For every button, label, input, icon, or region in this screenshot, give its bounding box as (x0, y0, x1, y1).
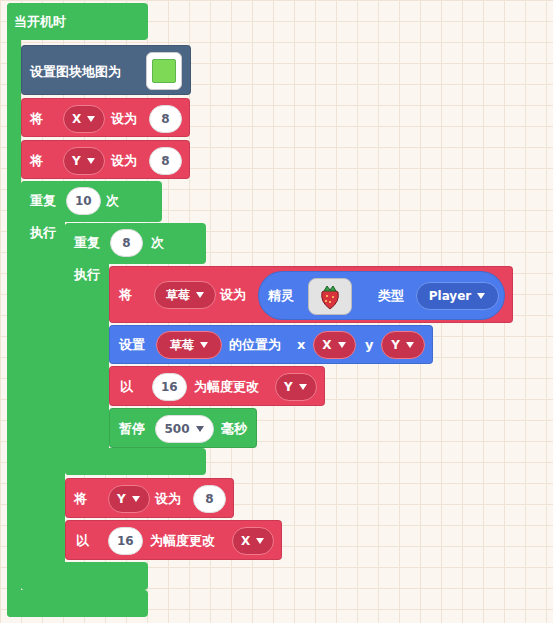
block-label: 设为 (155, 491, 181, 507)
block-label: x (297, 337, 305, 353)
dropdown-value: 草莓 (170, 337, 194, 353)
strawberry-sprite (308, 278, 352, 315)
dropdown-arrow (86, 115, 96, 123)
block-label: 执行 (30, 225, 56, 241)
number-input: 10 (66, 187, 101, 215)
block-label: 设置 (119, 337, 145, 353)
dropdown-value: Y (284, 379, 293, 395)
block-label: 以 (76, 533, 89, 549)
block-label: 重复 (30, 193, 56, 209)
loop-bottom-bar (65, 448, 206, 475)
block-label: 设为 (111, 153, 137, 169)
set-position-block: 设置 的位置为 x y 草莓 X Y (109, 325, 433, 364)
block-label: 执行 (74, 267, 100, 283)
repeat-loop-block: 重复次执行10重复次执行8将设为草莓精灵类型Player设置的位置为xy草莓XY… (21, 181, 162, 590)
duration-dropdown: 500 (155, 415, 214, 443)
block-label: 设置图块地图为 (30, 64, 121, 80)
number-value: 16 (117, 533, 134, 549)
number-value: 10 (75, 193, 92, 209)
block-label: 次 (151, 235, 164, 251)
repeat-loop-block: 重复次执行8将设为草莓精灵类型Player设置的位置为xy草莓XY以为幅度更改1… (65, 223, 206, 475)
block-label: 将 (119, 287, 132, 303)
number-value: 8 (161, 153, 169, 169)
variable-dropdown: Y (63, 147, 105, 175)
loop-bottom-bar (7, 590, 148, 617)
block-label: 为幅度更改 (150, 533, 215, 549)
dropdown-arrow (405, 341, 415, 349)
dropdown-arrow (337, 341, 347, 349)
variable-dropdown: X (313, 331, 356, 359)
dropdown-value: X (322, 337, 331, 353)
tilemap-image-icon (146, 52, 182, 90)
dropdown-arrow (199, 341, 209, 349)
block-label: 毫秒 (221, 421, 247, 437)
loop-arm (65, 223, 109, 475)
variable-dropdown: X (63, 105, 105, 133)
dropdown-arrow (131, 495, 141, 503)
block-label: y (365, 337, 373, 353)
variable-dropdown: X (232, 527, 274, 555)
block-label: 暂停 (119, 421, 145, 437)
dropdown-value: 草莓 (166, 287, 190, 303)
number-value: 8 (161, 111, 169, 127)
variable-dropdown: Y (108, 485, 150, 513)
block-label: 将 (30, 111, 43, 127)
sprite-create-reporter: 精灵 类型 Player (258, 271, 505, 320)
number-input: 8 (193, 485, 226, 513)
block-label: 类型 (378, 288, 404, 304)
block-label: 设为 (111, 111, 137, 127)
variable-dropdown: 草莓 (154, 281, 216, 309)
pause-block: 暂停 毫秒 500 (109, 408, 257, 448)
block-label: 将 (30, 153, 43, 169)
loop-bottom-bar (21, 562, 148, 590)
dropdown-value: 500 (164, 421, 189, 437)
block-label: 以 (120, 379, 133, 395)
sprite-image-icon (308, 278, 352, 315)
number-value: 16 (161, 379, 178, 395)
set-tilemap-block: 设置图块地图为 (21, 45, 191, 95)
number-value: 8 (122, 235, 130, 251)
number-input: 8 (149, 105, 182, 133)
set-variable-block: 将 设为 X 8 (21, 98, 190, 137)
dropdown-value: X (241, 533, 250, 549)
variable-dropdown: Y (381, 331, 425, 359)
block-label: 的位置为 (229, 337, 281, 353)
number-value: 8 (205, 491, 213, 507)
tilemap-swatch (152, 59, 176, 83)
set-variable-block: 将 设为 草莓 精灵 类型 Player (109, 266, 513, 323)
dropdown-arrow (476, 292, 486, 300)
block-label: 次 (106, 193, 119, 209)
dropdown-value: Y (117, 491, 126, 507)
dropdown-value: X (72, 111, 81, 127)
variable-dropdown: 草莓 (156, 331, 222, 359)
block-label: 为幅度更改 (194, 379, 259, 395)
change-variable-block: 以 为幅度更改 16 Y (109, 366, 325, 406)
variable-dropdown: Y (275, 373, 317, 401)
dropdown-arrow (298, 383, 308, 391)
block-label: 重复 (74, 235, 100, 251)
event-hat-block: 当开机时设置图块地图为将设为X8将设为Y8重复次执行10重复次执行8将设为草莓精… (7, 3, 148, 617)
set-variable-block: 将 设为 Y 8 (21, 140, 190, 179)
block-label: 设为 (220, 287, 246, 303)
number-input: 8 (149, 147, 182, 175)
kind-dropdown: Player (416, 282, 499, 310)
set-variable-block: 将 设为 Y 8 (65, 478, 234, 518)
number-input: 16 (152, 373, 187, 401)
dropdown-arrow (86, 157, 96, 165)
block-label: 当开机时 (14, 14, 66, 30)
dropdown-arrow (255, 537, 265, 545)
block-label: 精灵 (268, 288, 294, 304)
dropdown-value: Y (72, 153, 81, 169)
dropdown-arrow (195, 291, 205, 299)
number-input: 8 (110, 229, 143, 257)
block-label: 将 (74, 491, 87, 507)
dropdown-value: Y (391, 337, 400, 353)
change-variable-block: 以 为幅度更改 16 X (65, 520, 282, 560)
loop-arm (21, 181, 65, 590)
dropdown-arrow (195, 425, 205, 433)
number-input: 16 (108, 527, 143, 555)
dropdown-value: Player (429, 288, 472, 304)
loop-arm (7, 3, 21, 617)
